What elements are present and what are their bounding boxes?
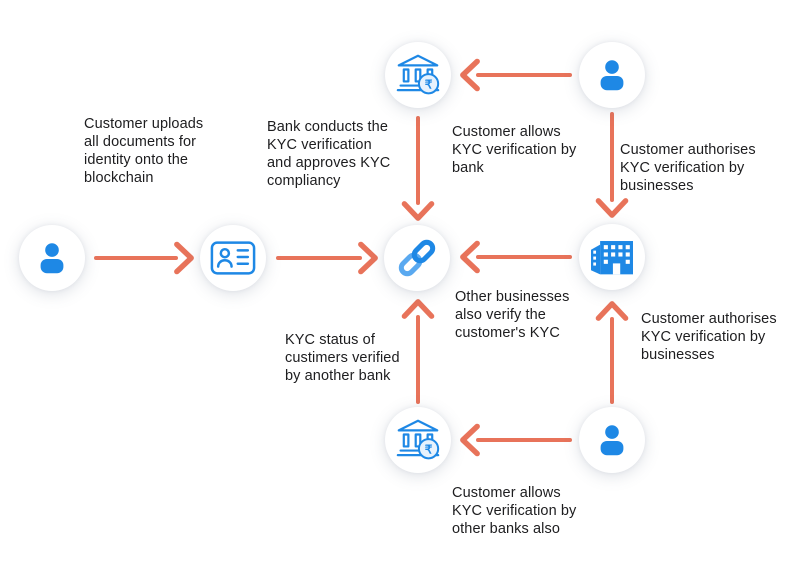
label-authorises-businesses-top: Customer authorises KYC verification by … [620, 142, 756, 194]
person-icon [40, 243, 64, 274]
node-customer-top [579, 42, 645, 108]
node-bank-bottom: ₹ [385, 407, 451, 473]
office-building-icon [591, 241, 633, 275]
rupee-symbol: ₹ [425, 442, 433, 456]
node-customer-left [19, 225, 85, 291]
bank-rupee-icon: ₹ [396, 419, 440, 460]
node-bank-top: ₹ [385, 42, 451, 108]
person-icon [600, 425, 624, 456]
label-bank-conducts: Bank conducts the KYC verification and a… [267, 119, 391, 189]
label-other-businesses: Other businesses also verify the custome… [455, 289, 570, 341]
person-icon [600, 60, 624, 91]
label-allows-bank: Customer allows KYC verification by bank [452, 124, 577, 176]
label-customer-uploads: Customer uploads all documents for ident… [84, 116, 204, 186]
node-identity-card [200, 225, 266, 291]
label-kyc-status: KYC status of custimers verified by anot… [285, 332, 400, 384]
id-card-icon [210, 241, 256, 275]
rupee-symbol: ₹ [425, 77, 433, 91]
bank-rupee-icon: ₹ [396, 54, 440, 95]
chain-link-icon [398, 239, 436, 277]
label-authorises-businesses-right: Customer authorises KYC verification by … [641, 311, 777, 363]
label-allows-other-banks: Customer allows KYC verification by othe… [452, 485, 577, 537]
node-customer-bottom [579, 407, 645, 473]
node-business [579, 224, 645, 290]
node-blockchain [384, 225, 450, 291]
